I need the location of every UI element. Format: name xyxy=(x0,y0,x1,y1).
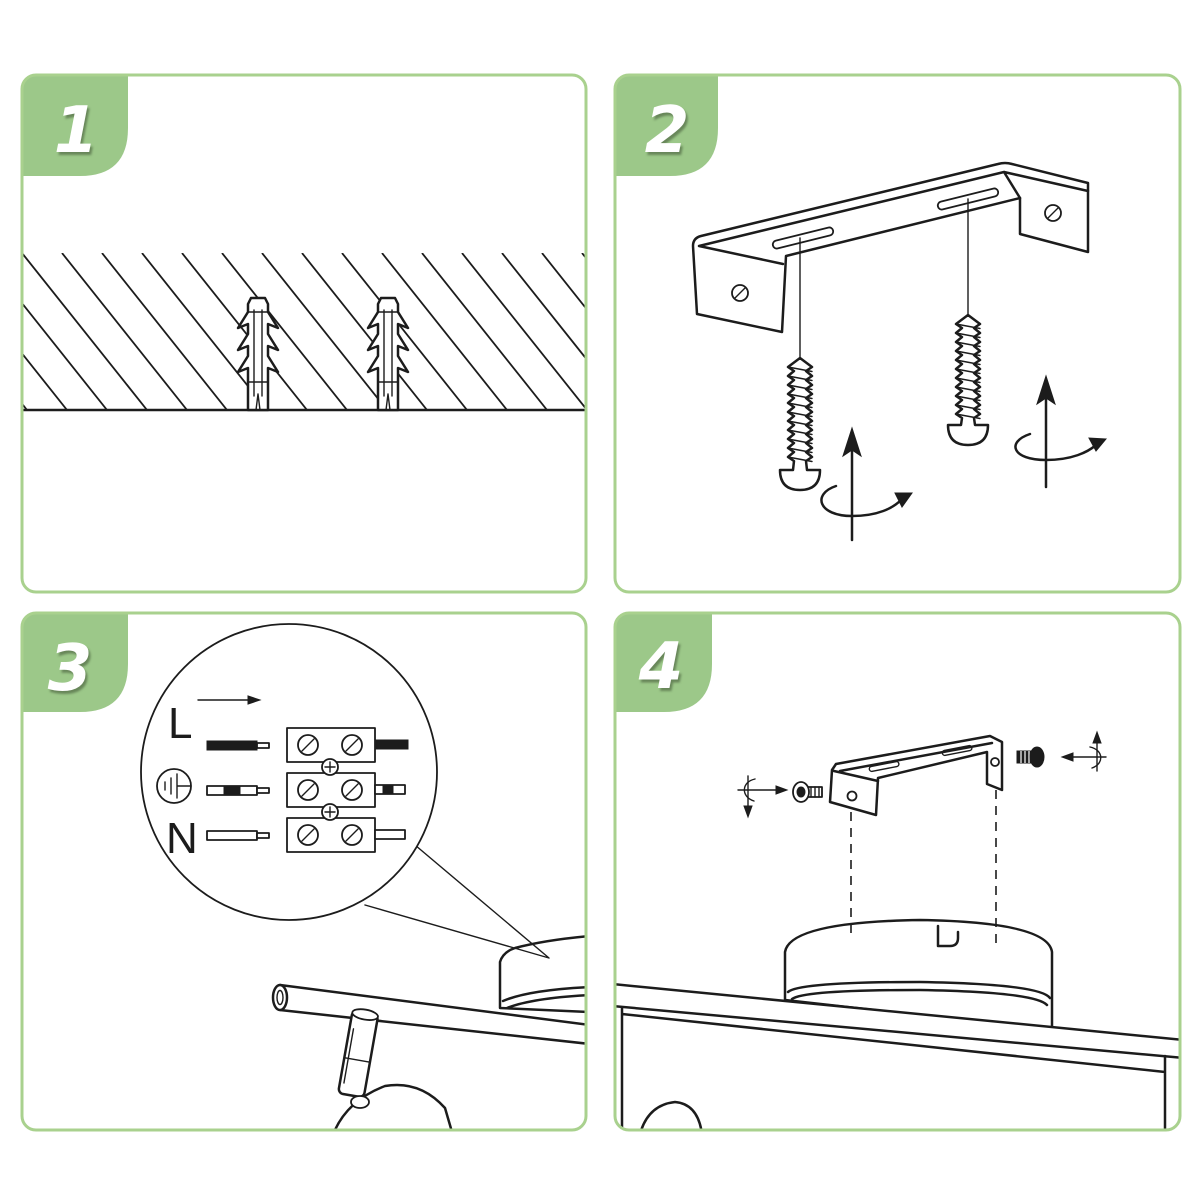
canopy-key-slot xyxy=(936,924,960,948)
rotate-clockwise-icon xyxy=(894,492,913,508)
hatch-line xyxy=(461,253,586,410)
hatch-line xyxy=(221,253,348,410)
tighten-arrow-left xyxy=(737,775,789,819)
terminal-block xyxy=(286,727,376,853)
ceiling-canopy xyxy=(783,918,1054,1032)
step-tab xyxy=(22,75,128,176)
cross-screw-icon xyxy=(321,758,339,776)
hatch-line xyxy=(141,253,268,410)
earth-ground-icon xyxy=(156,768,192,804)
terminal-screw xyxy=(297,824,319,846)
step-number: 3 xyxy=(48,632,93,706)
arrow-left-icon xyxy=(1060,752,1074,762)
step-2-panel: 2 xyxy=(613,73,1182,594)
mounting-bracket xyxy=(691,161,1090,334)
neutral-label: N xyxy=(166,814,198,863)
bracket-hole xyxy=(990,757,1000,767)
tighten-arrow-right xyxy=(1014,374,1108,489)
neutral-wire xyxy=(206,830,270,841)
spotlight-head xyxy=(332,1083,454,1130)
magnifier-callout: L N xyxy=(140,623,550,959)
hatch-line xyxy=(421,253,548,410)
callout-circle xyxy=(140,623,438,921)
terminal-screw xyxy=(341,779,363,801)
spotlight-bar xyxy=(615,982,1180,1130)
terminal-screw xyxy=(297,779,319,801)
callout-pointer xyxy=(364,844,550,959)
hatch-line xyxy=(341,253,468,410)
step-tab xyxy=(615,75,718,176)
wood-screw xyxy=(778,356,822,492)
fixture-attach-illustration xyxy=(615,730,1180,1130)
cross-screw-icon xyxy=(321,803,339,821)
lamp-live-wire xyxy=(374,739,409,750)
wiring-illustration: L N xyxy=(140,623,586,1130)
panel-background xyxy=(22,75,586,592)
tighten-arrow-right xyxy=(1060,730,1107,772)
step-4-panel: 4 xyxy=(613,611,1182,1132)
bracket-mount-illustration xyxy=(691,161,1108,542)
arrow-right-icon xyxy=(775,785,789,795)
hatch-line xyxy=(261,253,388,410)
hatch-line xyxy=(101,253,228,410)
step-1-panel: 1 xyxy=(20,73,588,594)
hatch-line xyxy=(61,253,188,410)
tighten-arrow-left xyxy=(820,426,913,542)
arrow-up-icon xyxy=(1036,374,1056,406)
fixing-screw-left xyxy=(792,781,823,803)
terminal-screw xyxy=(341,734,363,756)
hatch-line xyxy=(22,253,148,410)
rotate-icon xyxy=(1092,730,1102,744)
panel-frame xyxy=(20,611,588,1132)
ceiling-hatch xyxy=(22,253,586,410)
bracket-slot xyxy=(868,760,900,773)
panel-frame xyxy=(20,73,588,594)
terminal-screw xyxy=(341,824,363,846)
step-3-panel: L N xyxy=(20,611,588,1132)
step-tab xyxy=(615,613,712,712)
hatch-line xyxy=(22,253,108,410)
arrow-right-icon xyxy=(197,695,262,705)
bracket-hole xyxy=(731,284,749,302)
hatch-line xyxy=(381,253,508,410)
fixing-screw-right xyxy=(1016,746,1045,768)
mounting-bracket xyxy=(828,734,1004,817)
earth-wire xyxy=(206,785,270,796)
spotlight-head xyxy=(638,1100,704,1130)
bracket-slot xyxy=(941,744,973,757)
panel-frame xyxy=(613,73,1182,594)
bracket-slot xyxy=(771,226,835,250)
live-label: L xyxy=(168,699,192,748)
step-number: 1 xyxy=(54,94,99,168)
lamp-neutral-wire xyxy=(374,829,406,840)
arrow-up-icon xyxy=(842,426,862,458)
step-number: 2 xyxy=(645,94,690,168)
spotlight-bar xyxy=(271,983,586,1046)
screw-thread xyxy=(787,366,813,463)
live-wire xyxy=(206,740,270,751)
rotate-clockwise-icon xyxy=(1088,437,1108,452)
bar-end-cap xyxy=(271,983,289,1012)
step-number: 4 xyxy=(638,630,684,704)
screw-thread xyxy=(955,323,981,420)
hatch-line xyxy=(181,253,308,410)
terminal-screw xyxy=(297,734,319,756)
bracket-hole xyxy=(1044,204,1062,222)
panel-frame xyxy=(613,611,1182,1132)
hatch-line xyxy=(541,253,586,410)
spotlight-arm xyxy=(337,1008,379,1099)
rotate-icon xyxy=(743,805,753,819)
hatch-line xyxy=(22,253,68,410)
wood-screw xyxy=(946,313,990,447)
spotlight-joint xyxy=(350,1095,370,1109)
ceiling-drill-illustration xyxy=(22,253,586,412)
wood-screws xyxy=(778,313,990,492)
hatch-line xyxy=(301,253,428,410)
step-tab xyxy=(22,613,128,712)
bracket-hole xyxy=(846,790,858,802)
hatch-line xyxy=(501,253,586,410)
lamp-earth-wire xyxy=(374,784,406,795)
